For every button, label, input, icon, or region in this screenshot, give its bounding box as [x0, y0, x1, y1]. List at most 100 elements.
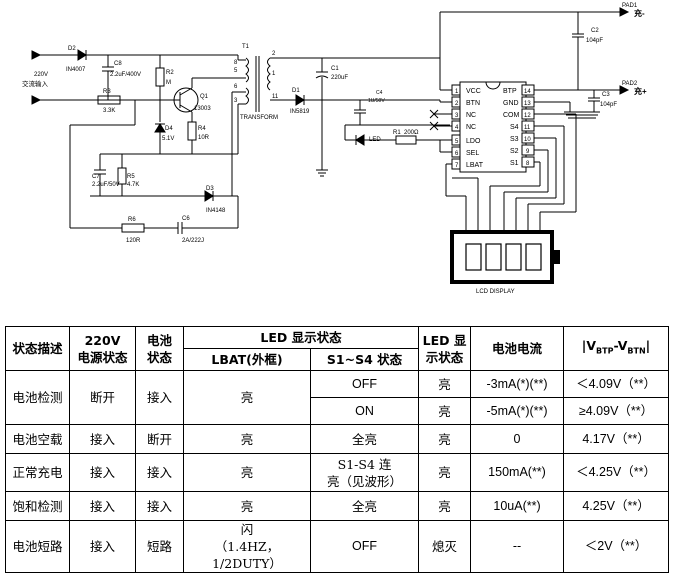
- transformer-pin-label: 1: [272, 71, 276, 77]
- table-row: 饱和检测 接入 接入 亮 全亮 亮 10uA(**) 4.25V（**）: [5, 491, 670, 521]
- vdiff-sub2: BTN: [627, 346, 646, 356]
- c3-value-label: 104pF: [600, 102, 617, 108]
- cell-current: --: [470, 520, 565, 573]
- vdiff-prefix: |V: [581, 338, 597, 354]
- d4-value-label: 5.1V: [162, 136, 174, 142]
- ic-pin-name: GND: [503, 100, 519, 107]
- component-labels: D2 IN4007 C8 2.2uF/400V R2 M R3 3.3K Q1 …: [22, 3, 647, 295]
- ac-input-label-cn: 交流输入: [22, 79, 49, 88]
- ic-pin-number: 3: [455, 113, 459, 119]
- cell-s1s4: ON: [309, 397, 420, 425]
- cell-battery: 接入: [135, 453, 184, 492]
- ic-pin-number: 7: [455, 163, 459, 169]
- vdiff-suffix: |: [645, 338, 651, 354]
- cell-status: 电池空载: [5, 424, 70, 454]
- header-s1s4-text: S1~S4 状态: [326, 352, 403, 367]
- cell-battery: 接入: [135, 370, 184, 425]
- header-current-text: 电池电流: [492, 341, 543, 356]
- c2-label: C2: [591, 28, 599, 34]
- c8-value-label: 2.2uF/400V: [110, 72, 141, 78]
- cell-lbat-line1: 闪: [240, 522, 254, 537]
- d4-label: D4: [165, 126, 173, 132]
- ic-pin-name: S3: [510, 136, 519, 143]
- cell-battery: 接入: [135, 491, 184, 521]
- r5-label: R5: [127, 174, 135, 180]
- cell-s1s4: OFF: [309, 370, 420, 398]
- cell-power: 接入: [69, 424, 136, 454]
- cell-status: 饱和检测: [5, 491, 70, 521]
- transformer-pin-label: 5: [234, 68, 238, 74]
- ic-pin-name: COM: [503, 112, 520, 119]
- header-led-line2: 示状态: [425, 349, 464, 365]
- table-row: 电池检测 断开 接入 亮 OFF 亮 -3mA(*)(**) ＜4.09V（**…: [5, 370, 670, 425]
- ic-pin-number: 6: [455, 151, 459, 157]
- c7-label: C7: [92, 174, 100, 180]
- cell-status: 正常充电: [5, 453, 70, 492]
- circuit-schematic: 1 2 3 4 5 6 7 VCC BTN NC NC LDO SEL LBAT…: [22, 3, 647, 295]
- ic-pin-name: NC: [466, 124, 476, 131]
- ic-pin-name: LBAT: [466, 162, 484, 169]
- header-lbat-text: LBAT(外框): [211, 352, 283, 367]
- cell-current: 0: [470, 424, 565, 454]
- ic-pin-number: 4: [455, 125, 459, 131]
- led-label: LED: [369, 137, 381, 143]
- cell-current: 150mA(**): [470, 453, 565, 492]
- header-led-display-text: LED 显示状态: [260, 330, 342, 345]
- r1-label: R1: [393, 130, 401, 136]
- cell-power: 接入: [69, 453, 136, 492]
- cell-vdiff: 4.17V（**）: [563, 424, 670, 454]
- c6-value-label: 2A/222J: [182, 238, 204, 244]
- header-led-line1: LED 显: [422, 332, 467, 348]
- c7-value-label: 2.2uF/50V: [92, 182, 120, 188]
- cell-power: 接入: [69, 491, 136, 521]
- pad2-sign-label: 充+: [634, 86, 647, 96]
- ic-pin-number: 2: [455, 101, 459, 107]
- cell-lbat: 亮: [183, 491, 311, 521]
- ic-pin-number: 10: [524, 137, 531, 143]
- vdiff-sub1: BTP: [596, 346, 614, 356]
- header-current: 电池电流: [470, 326, 565, 371]
- ic-pin-name: S1: [510, 160, 519, 167]
- transformer-pin-label: 6: [234, 84, 238, 90]
- transformer-pin-label: 3: [234, 98, 238, 104]
- cell-lbat-line2: （1.4HZ，1/2DUTY）: [212, 539, 282, 571]
- header-battery-line2: 状态: [146, 349, 172, 365]
- cell-vdiff: ＜4.25V（**）: [563, 453, 670, 492]
- cell-led: 亮: [418, 370, 472, 398]
- cell-power: 断开: [69, 370, 136, 425]
- table-row: 电池空载 接入 断开 亮 全亮 亮 0 4.17V（**）: [5, 424, 670, 454]
- header-battery-line1: 电池: [146, 332, 172, 348]
- r3-value-label: 3.3K: [103, 108, 115, 114]
- q1-part-label: 13003: [194, 106, 211, 112]
- header-power-line2: 电源状态: [77, 349, 128, 365]
- header-battery: 电池状态: [135, 326, 184, 371]
- d3-part-label: IN4148: [206, 208, 226, 214]
- cell-vdiff: 4.25V（**）: [563, 491, 670, 521]
- ic-pin-name: SEL: [466, 150, 479, 157]
- cell-led: 亮: [418, 424, 472, 454]
- table-row: ON 亮 -5mA(*)(**) ≥4.09V（**）: [6, 397, 670, 425]
- transformer-pin-label: 8: [234, 60, 238, 66]
- header-lbat: LBAT(外框): [183, 348, 311, 371]
- cell-led: 亮: [418, 491, 472, 521]
- cell-current: 10uA(**): [470, 491, 565, 521]
- c1-label: C1: [331, 66, 339, 72]
- cell-lbat: 亮: [183, 453, 311, 492]
- lcd-label: LCD DISPLAY: [476, 289, 515, 295]
- ic-pin-name: NC: [466, 112, 476, 119]
- table-row: 正常充电 接入 接入 亮 S1-S4 连亮（见波形） 亮 150mA(**) ＜…: [5, 453, 670, 492]
- d2-part-label: IN4007: [66, 67, 86, 73]
- c8-label: C8: [114, 61, 122, 67]
- ic-pin-number: 9: [526, 149, 530, 155]
- header-power-line1: 220V: [84, 332, 121, 348]
- cell-current: -5mA(*)(**): [470, 397, 565, 425]
- c6-label: C6: [182, 216, 190, 222]
- table-subheader-row: LBAT(外框) S1~S4 状态: [6, 348, 669, 371]
- lcd-display: [450, 230, 560, 284]
- c4-value-label: 1U/50V: [368, 98, 385, 104]
- ic-pin-number: 13: [524, 101, 531, 107]
- r5-value-label: 4.7K: [127, 182, 139, 188]
- cell-led: 亮: [418, 453, 472, 492]
